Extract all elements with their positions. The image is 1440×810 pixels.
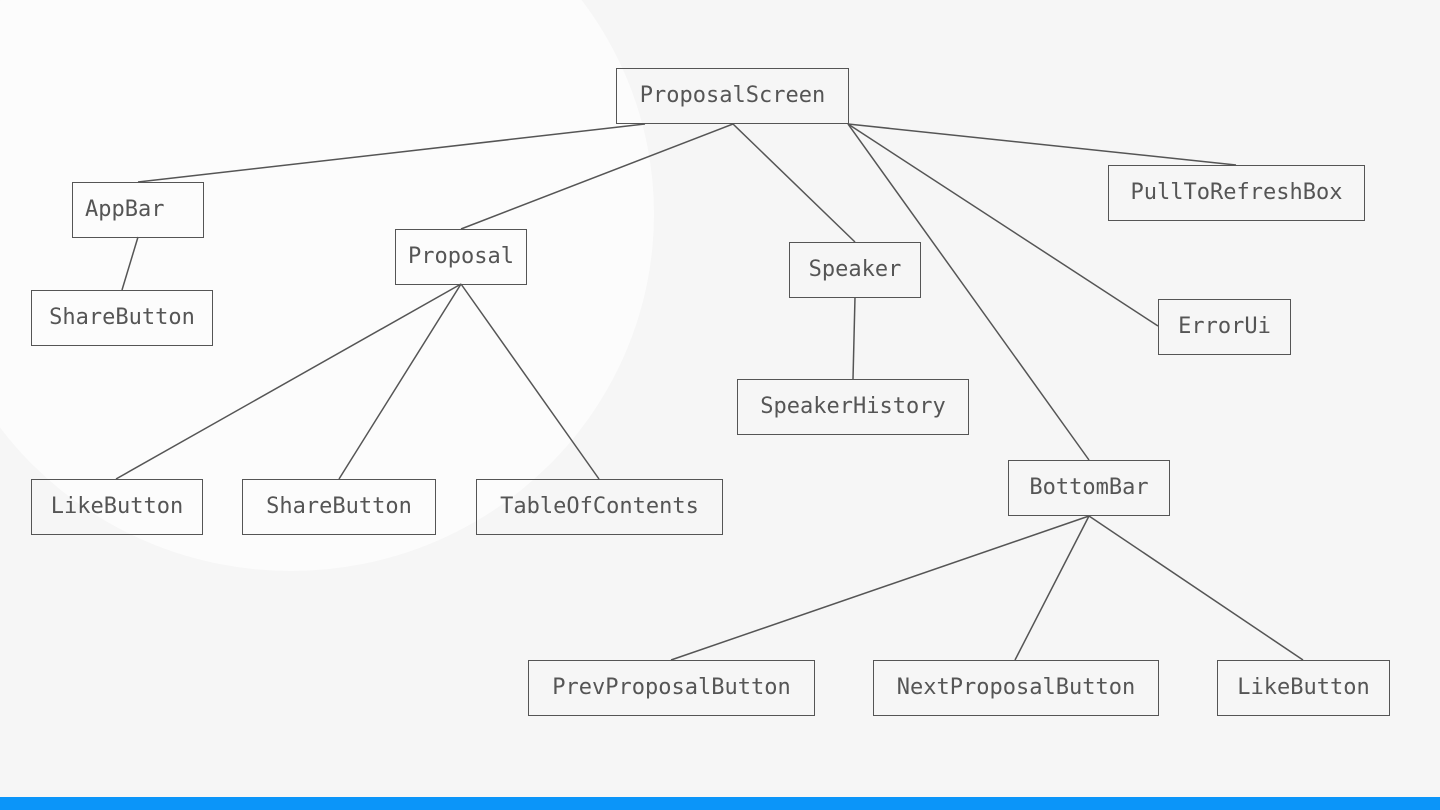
node-nextproposalbutton: NextProposalButton: [873, 660, 1159, 716]
edge-proposalscreen-bottombar: [847, 123, 1090, 461]
node-bottombar-likebutton: LikeButton: [1217, 660, 1390, 716]
footer-accent-bar: [0, 797, 1440, 810]
node-bottombar: BottomBar: [1008, 460, 1170, 516]
edge-speaker-speakerhistory: [852, 296, 856, 380]
edge-bottombar-likebutton: [1088, 515, 1304, 661]
edge-proposalscreen-appbar: [137, 123, 646, 183]
node-proposal-likebutton: LikeButton: [31, 479, 203, 535]
node-pulltorefreshbox: PullToRefreshBox: [1108, 165, 1365, 221]
edge-proposalscreen-speaker: [732, 123, 856, 243]
node-prevproposalbutton: PrevProposalButton: [528, 660, 815, 716]
node-appbar: AppBar: [72, 182, 204, 238]
node-appbar-sharebutton: ShareButton: [31, 290, 213, 346]
edge-appbar-sharebutton: [121, 236, 139, 291]
edge-proposalscreen-proposal: [460, 123, 734, 230]
edge-proposalscreen-pulltorefreshbox: [847, 123, 1237, 166]
edge-bottombar-prevproposalbutton: [670, 515, 1090, 661]
edge-proposalscreen-errorui: [847, 123, 1159, 327]
edge-proposal-sharebutton: [338, 283, 462, 480]
node-errorui: ErrorUi: [1158, 299, 1291, 355]
edge-bottombar-nextproposalbutton: [1014, 515, 1090, 661]
node-speaker: Speaker: [789, 242, 921, 298]
node-proposal-sharebutton: ShareButton: [242, 479, 436, 535]
node-proposal: Proposal: [395, 229, 527, 285]
edge-proposal-tableofcontents: [460, 283, 600, 480]
node-speakerhistory: SpeakerHistory: [737, 379, 969, 435]
edge-proposal-likebutton: [115, 283, 462, 480]
node-tableofcontents: TableOfContents: [476, 479, 723, 535]
node-proposalscreen: ProposalScreen: [616, 68, 849, 124]
